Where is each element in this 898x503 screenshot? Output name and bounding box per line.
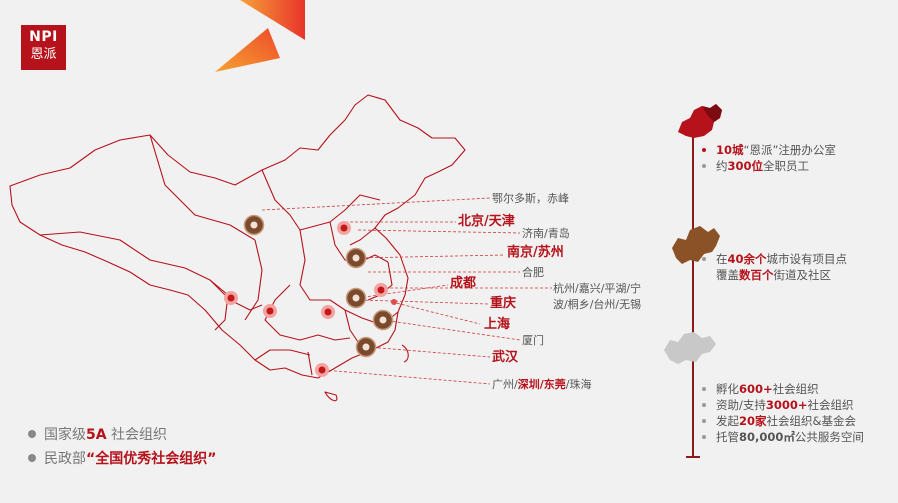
bullet [702, 419, 706, 423]
bullet [702, 403, 706, 407]
dot-marker-wuhan [321, 305, 335, 319]
bullet [702, 257, 706, 261]
info-incubate-text: 社会组织 [772, 382, 819, 396]
info-incubate-row: 孵化600+社会组织 [702, 381, 864, 397]
info-staff-row: 约300位全职员工 [702, 158, 836, 174]
info-block-orgs: 孵化600+社会组织 资助/支持3000+社会组织 发起20家社会组织&基金会 … [702, 381, 864, 445]
logo-text-bottom: 恩派 [30, 47, 57, 62]
info-communities-row: 覆盖数百个街道及社区 [702, 267, 847, 283]
info-staff-text: 全职员工 [763, 159, 810, 173]
honors-list: 国家级5A 社会组织 民政部“全国优秀社会组织” [28, 425, 216, 473]
dot-marker-guangzhou [315, 363, 329, 377]
label-hangzhou-group: 杭州/嘉兴/平湖/宁 波/桐乡/台州/无锡 [553, 281, 641, 313]
ring-marker-hangzhou [372, 309, 394, 331]
honor-5a-highlight: 5A [86, 427, 107, 443]
label-erdos-chifeng: 鄂尔多斯，赤峰 [492, 192, 569, 205]
label-nanjing-suzhou: 南京/苏州 [507, 245, 564, 260]
label-beijing-tianjin: 北京/天津 [458, 214, 515, 229]
honor-ministry-prefix: 民政部 [44, 451, 86, 467]
honor-item-5a: 国家级5A 社会组织 [28, 425, 216, 449]
dot-marker-chongqing [263, 304, 277, 318]
dot-markers [224, 221, 397, 377]
info-staff-prefix: 约 [716, 159, 728, 173]
logo-text-top: NPI [29, 29, 58, 45]
info-founded-prefix: 发起 [716, 414, 739, 428]
dot-marker-shanghai [391, 299, 397, 305]
bullet [702, 148, 706, 152]
dot-marker-beijing [337, 221, 351, 235]
label-xiamen: 厦门 [522, 334, 544, 347]
label-shanghai: 上海 [484, 317, 511, 332]
info-offices-text: “恩派”注册办公室 [743, 143, 836, 157]
info-block-offices: 10城“恩派”注册办公室 约300位全职员工 [702, 142, 836, 174]
honor-5a-suffix: 社会组织 [106, 427, 168, 443]
label-guangzhou-group: 广州/深圳/东莞/珠海 [492, 378, 591, 391]
info-cities-row: 在40余个城市设有项目点 [702, 251, 847, 267]
label-hangzhou-line2: 波/桐乡/台州/无锡 [553, 298, 642, 311]
label-chongqing: 重庆 [490, 296, 517, 311]
guangdong-province-icon [672, 226, 720, 264]
npi-logo: NPI 恩派 [21, 25, 66, 70]
honor-5a-prefix: 国家级 [44, 427, 86, 443]
info-incubate-prefix: 孵化 [716, 382, 739, 396]
ring-marker-xiamen [355, 336, 377, 358]
info-cities-count: 40余个 [727, 252, 767, 266]
label-chengdu: 成都 [450, 276, 477, 291]
info-block-projects: 在40余个城市设有项目点 覆盖数百个街道及社区 [702, 251, 847, 283]
ring-marker-erdos [243, 214, 265, 236]
info-space-row: 托管80,000㎡公共服务空间 [702, 429, 864, 445]
info-support-text: 社会组织 [807, 398, 854, 412]
info-founded-count: 20家 [739, 414, 767, 428]
ring-marker-jinan [345, 247, 367, 269]
bullet [702, 387, 706, 391]
label-guangzhou: 广州/ [492, 378, 518, 391]
timeline-line [692, 132, 694, 458]
info-founded-text: 社会组织&基金会 [766, 414, 856, 428]
dot-marker-chengdu [224, 291, 238, 305]
label-shenzhen-dongguan: 深圳/东莞 [517, 378, 566, 391]
info-communities-text: 街道及社区 [773, 268, 832, 282]
bullet [702, 435, 706, 439]
info-space-text: 公共服务空间 [794, 430, 864, 444]
timeline-end-tick [686, 456, 700, 458]
honor-item-ministry: 民政部“全国优秀社会组织” [28, 449, 216, 473]
bullet [702, 164, 706, 168]
ring-marker-hefei [345, 287, 367, 309]
hubei-province-icon [664, 332, 716, 364]
honor-ministry-highlight: “全国优秀社会组织” [86, 451, 217, 467]
label-hangzhou-line1: 杭州/嘉兴/平湖/宁 [553, 282, 642, 295]
label-hefei: 合肥 [522, 266, 544, 279]
info-space-prefix: 托管 [716, 430, 739, 444]
info-offices-count: 10城 [716, 143, 744, 157]
label-zhuhai: /珠海 [565, 378, 592, 391]
bullet-dot [28, 430, 36, 438]
dot-marker-nanjing [374, 283, 388, 297]
info-communities-count: 数百个 [739, 268, 774, 282]
info-offices-row: 10城“恩派”注册办公室 [702, 142, 836, 158]
label-wuhan: 武汉 [492, 350, 519, 365]
map-outline [9, 94, 466, 402]
info-staff-count: 300位 [727, 159, 764, 173]
info-incubate-count: 600+ [739, 382, 773, 396]
leader-lines [261, 197, 552, 385]
info-cities-text: 城市设有项目点 [766, 252, 848, 266]
label-jinan-qingdao: 济南/青岛 [522, 227, 570, 240]
info-communities-prefix: 覆盖 [716, 268, 739, 282]
info-support-row: 资助/支持3000+社会组织 [702, 397, 864, 413]
info-support-count: 3000+ [765, 398, 808, 412]
bullet-dot [28, 454, 36, 462]
info-space-area: 80,000㎡ [739, 430, 795, 444]
info-support-prefix: 资助/支持 [716, 398, 766, 412]
info-founded-row: 发起20家社会组织&基金会 [702, 413, 864, 429]
ring-markers [243, 214, 394, 358]
beijing-province-icon [678, 104, 722, 138]
info-cities-prefix: 在 [716, 252, 728, 266]
